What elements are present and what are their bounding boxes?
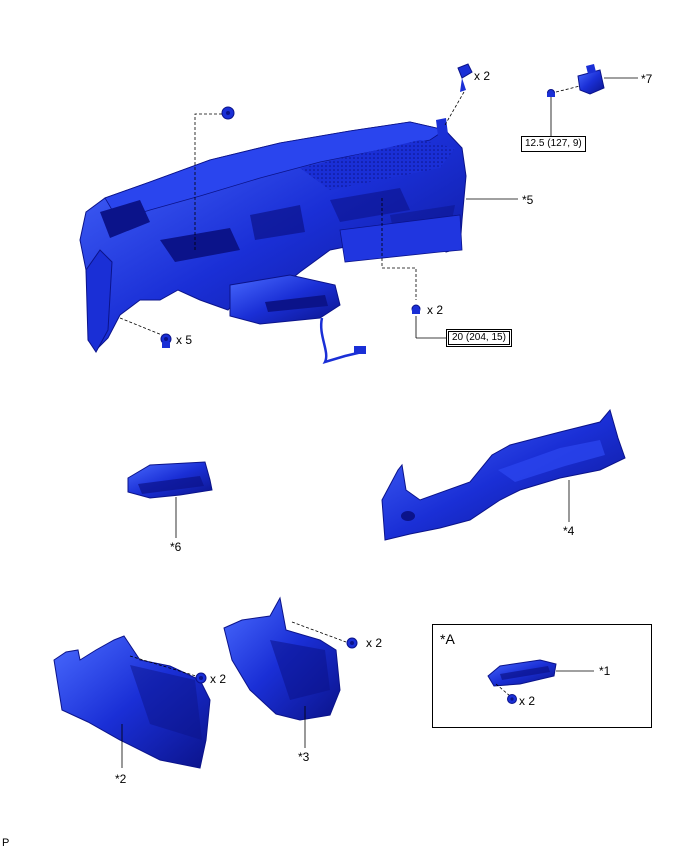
- label-p4: *4: [563, 524, 575, 538]
- clip-top-icon: [457, 63, 473, 92]
- label-p5: *5: [522, 193, 534, 207]
- inset-a-label: *A: [440, 631, 455, 647]
- instrument-panel-p5: [79, 118, 467, 365]
- part-p6: [127, 461, 213, 499]
- qty-clip-top: x 2: [474, 69, 491, 83]
- qty-bolt-center: x 2: [427, 303, 444, 317]
- nut-p1-icon: [507, 694, 517, 704]
- qty-bolt-left: x 5: [176, 333, 193, 347]
- bolt-p3-icon: [346, 637, 358, 649]
- label-p7: *7: [641, 72, 653, 86]
- bolt-center-icon: [411, 304, 421, 314]
- nut-center-icon: [221, 106, 235, 120]
- label-p1: *1: [599, 664, 611, 678]
- bolt-p2-icon: [195, 672, 207, 684]
- bolt-p7-icon: [547, 89, 555, 97]
- bolt-left-icon: [160, 333, 172, 348]
- footer-mark: P: [2, 837, 10, 849]
- torque-spec-center-bolt: 20 (204, 15): [446, 329, 512, 347]
- part-p3: [223, 596, 341, 721]
- qty-bolt-p3: x 2: [366, 636, 383, 650]
- part-p2: [53, 635, 211, 769]
- qty-nut-p1: x 2: [519, 694, 536, 708]
- label-p3: *3: [298, 750, 310, 764]
- qty-bolt-p2: x 2: [210, 672, 227, 686]
- bracket-p7: [577, 64, 605, 95]
- label-p6: *6: [170, 540, 182, 554]
- part-p4: [381, 408, 626, 541]
- inset-a-frame: [432, 624, 652, 728]
- label-p2: *2: [115, 772, 127, 786]
- part-p1: [487, 659, 557, 687]
- torque-spec-p7-bolt: 12.5 (127, 9): [521, 136, 586, 152]
